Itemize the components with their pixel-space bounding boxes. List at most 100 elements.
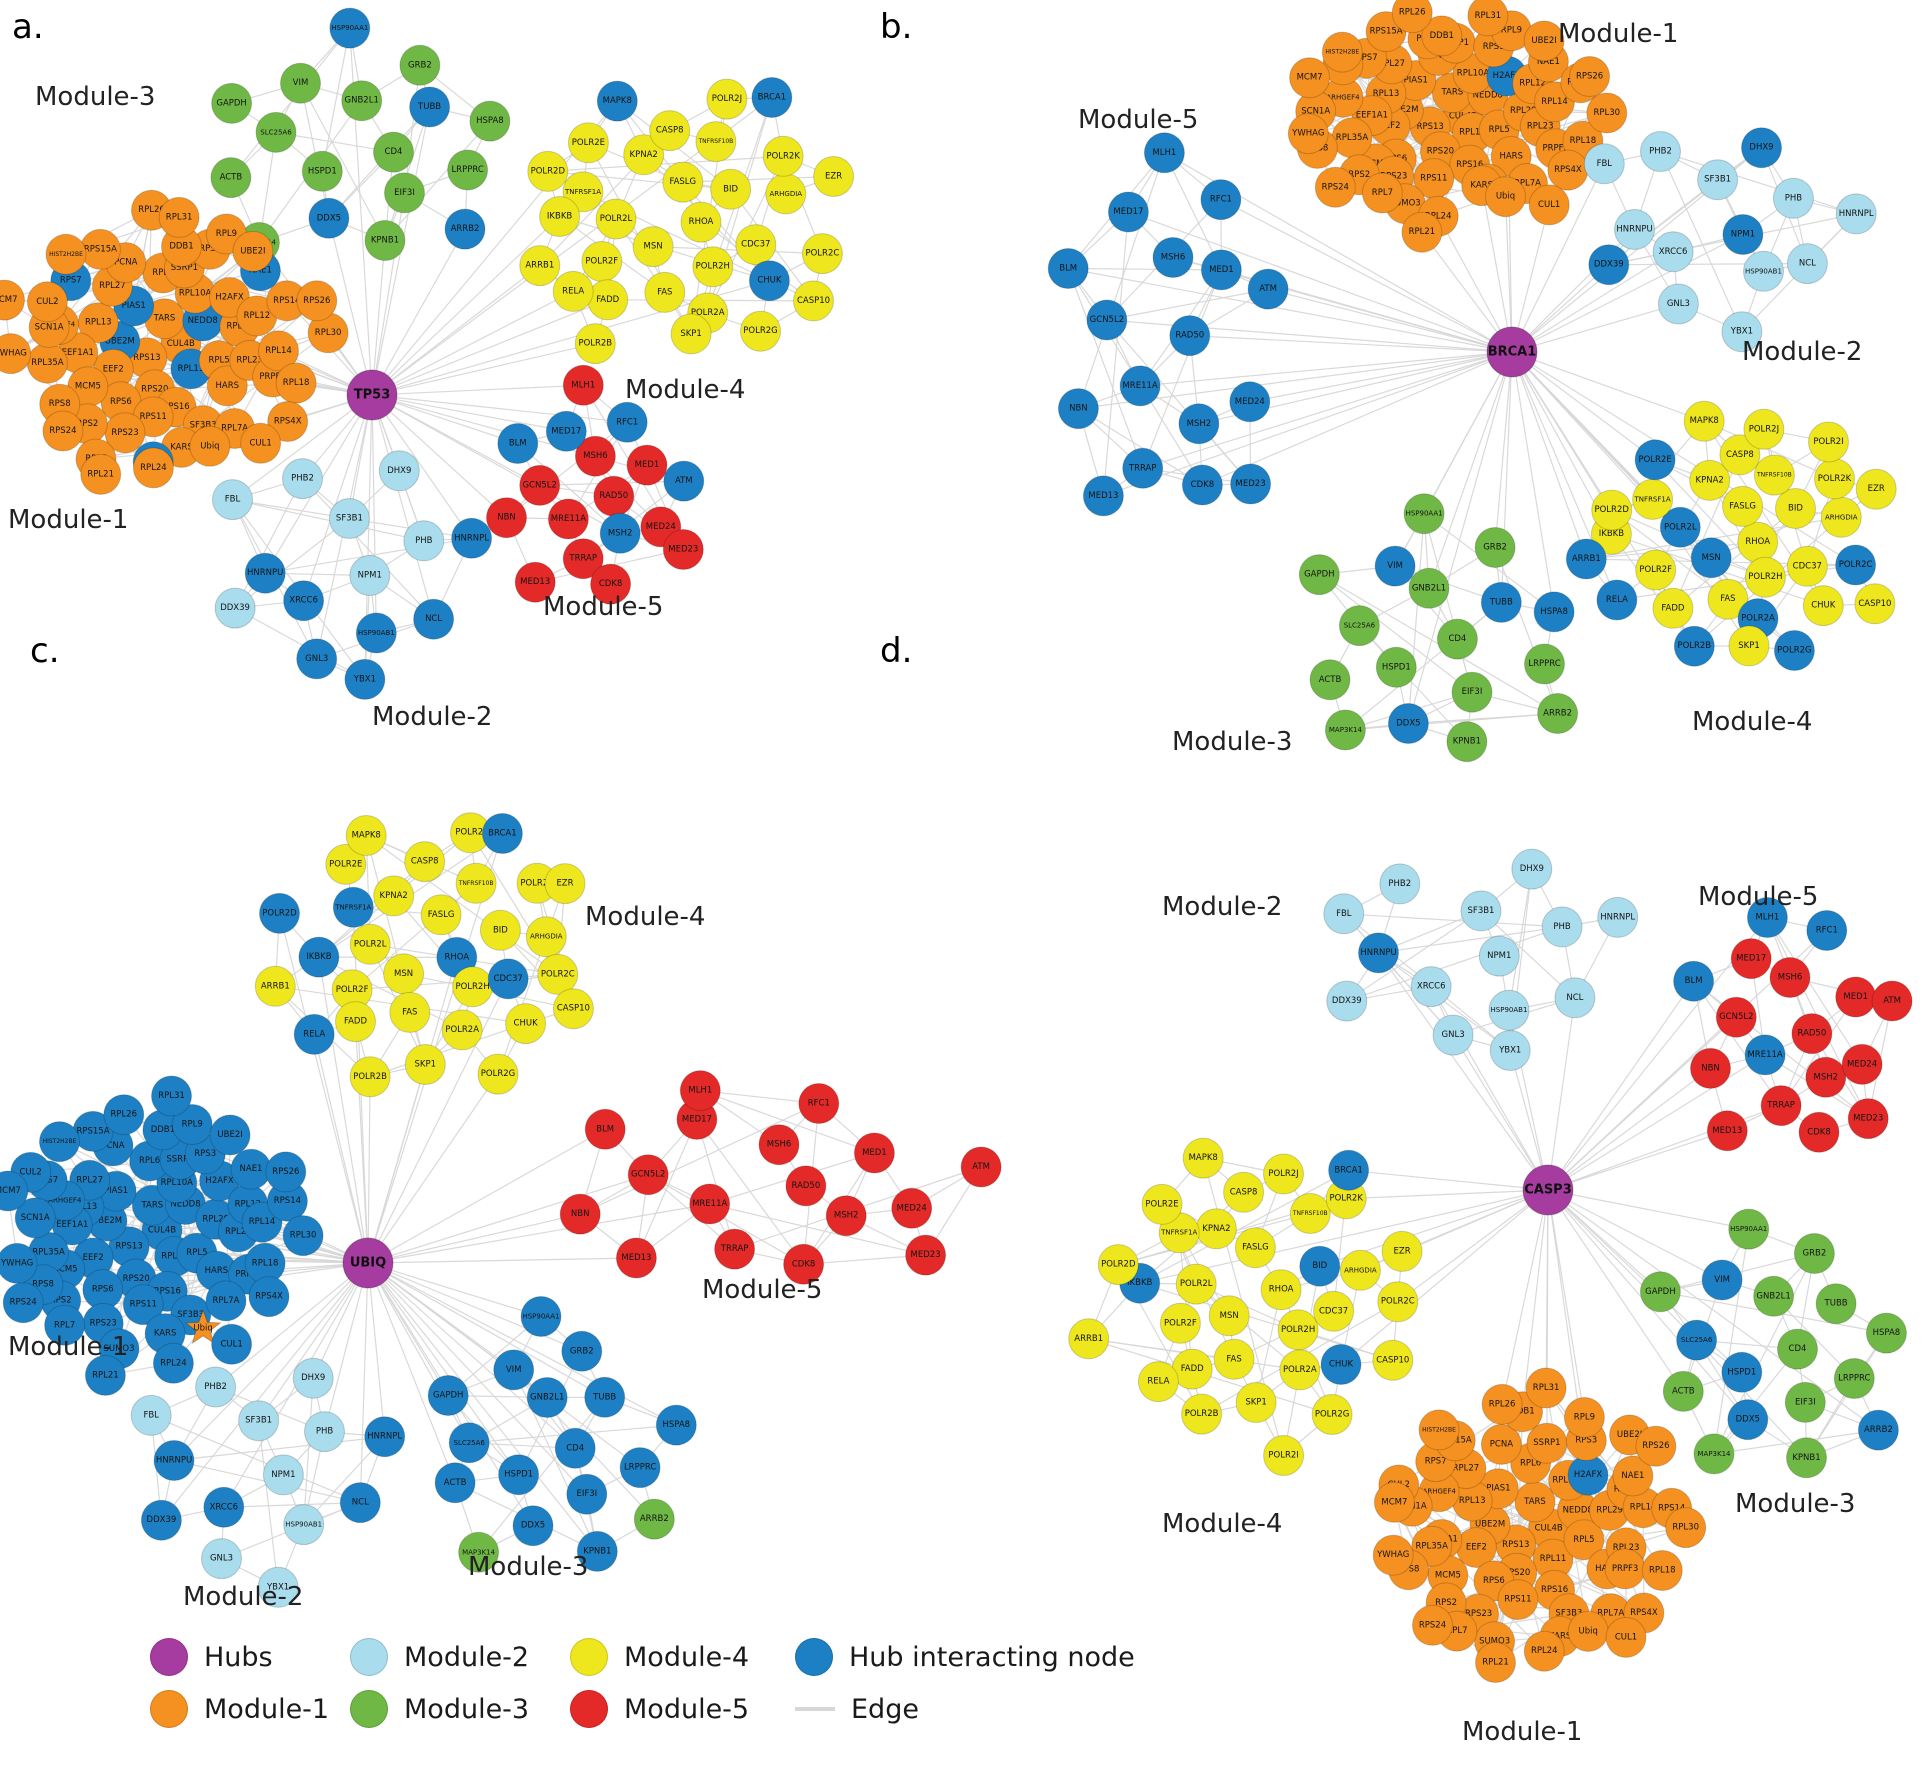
node-label: Ubiq	[193, 1323, 212, 1333]
network-node: SF3B1	[328, 498, 370, 539]
node-label: ARHGEF4	[1326, 93, 1360, 101]
node-label: GAPDH	[1304, 570, 1334, 580]
node-label: HSP90AB1	[1745, 267, 1782, 275]
node-label: CUL2	[20, 1167, 42, 1177]
network-node: DDX39	[1588, 244, 1630, 286]
module-label: Module-5	[543, 592, 663, 622]
node-label: RPL10A	[179, 288, 212, 298]
node-label: MED17	[1736, 954, 1766, 964]
network-node: ATM	[1247, 268, 1289, 310]
network-node: POLR2L	[1175, 1263, 1217, 1305]
node-label: H2AFX	[1574, 1470, 1603, 1480]
node-label: KPNA2	[630, 150, 658, 160]
network-node: SF3B1	[1460, 890, 1502, 932]
node-label: RPL35A	[31, 358, 64, 368]
network-node: RPL30	[1586, 92, 1628, 134]
network-node: XRCC6	[1652, 231, 1694, 273]
node-label: RPL31	[1533, 1383, 1560, 1393]
network-node: RAD50	[785, 1165, 827, 1207]
node-label: RPS8	[32, 1280, 54, 1290]
node-label: MED1	[635, 460, 660, 470]
module-label: Module-5	[702, 1275, 822, 1305]
node-label: RPS2	[1435, 1598, 1457, 1608]
node-label: KPNA2	[1696, 475, 1724, 485]
node-label: MLH1	[688, 1086, 712, 1096]
network-node: FBL	[130, 1394, 172, 1436]
network-node: HSPD1	[1721, 1351, 1763, 1393]
network-node: MAP3K14	[1693, 1433, 1735, 1475]
node-label: DDX5	[1396, 719, 1420, 729]
node-label: RPL18	[252, 1258, 279, 1268]
network-node: TRRAP	[714, 1228, 756, 1270]
node-label: MSH6	[767, 1140, 792, 1150]
node-label: CASP10	[557, 1004, 590, 1014]
network-node: TRRAP	[1122, 447, 1164, 489]
node-label: RELA	[303, 1029, 325, 1039]
network-node: SLC25A6	[255, 111, 297, 153]
network-node: RPL14	[258, 330, 299, 372]
node-label: RPL27	[1378, 59, 1405, 69]
network-node: CDC37	[1313, 1290, 1355, 1332]
node-label: ARRB2	[1543, 709, 1572, 719]
node-label: GNB2L1	[345, 96, 379, 106]
network-node: ARRB1	[1068, 1318, 1110, 1360]
network-node: PHB	[1541, 906, 1583, 948]
node-label: RELA	[1147, 1377, 1169, 1387]
node-label: DDX39	[220, 603, 250, 613]
node-label: RPL21	[1409, 227, 1436, 237]
network-node: MSH2	[1178, 403, 1220, 445]
node-label: HSPA8	[1873, 1328, 1901, 1338]
node-label: RPS23	[90, 1318, 117, 1328]
module2-swatch-icon	[350, 1638, 388, 1676]
module-label: Module-1	[1462, 1717, 1582, 1747]
network-node: FBL	[1583, 143, 1625, 185]
node-label: SKP1	[415, 1060, 437, 1070]
hubs-swatch-icon	[150, 1638, 188, 1676]
node-label: PHB2	[1388, 879, 1411, 889]
network-node: YBX1	[257, 1566, 299, 1608]
network-node: POLR2H	[1277, 1309, 1319, 1351]
network-node: MED23	[1847, 1098, 1889, 1140]
node-label: RPS3	[199, 244, 221, 254]
node-label: FADD	[1181, 1364, 1204, 1374]
network-node: NAE1	[1612, 1455, 1654, 1497]
node-label: POLR2H	[1281, 1325, 1315, 1335]
node-label: TNFRSF10B	[1292, 1210, 1328, 1217]
network-node: PHB2	[1640, 131, 1681, 172]
node-label: RPL10A	[1457, 69, 1490, 79]
network-node: MED13	[615, 1237, 657, 1279]
node-label: POLR2D	[1594, 505, 1629, 515]
node-label: FAS	[1720, 594, 1735, 604]
network-node: RPL31	[1467, 0, 1509, 37]
node-label: RPL21	[1482, 1658, 1509, 1668]
network-node: POLR2F	[1635, 549, 1677, 591]
network-node: GNB2L1	[1408, 567, 1450, 609]
node-label: RPL13	[85, 318, 112, 328]
node-label: Ubiq	[200, 441, 219, 451]
network-node: NBN	[1057, 388, 1099, 430]
node-label: HSP90AA1	[1730, 1225, 1767, 1233]
node-label: RPS11	[1420, 174, 1447, 184]
node-label: RPL9	[1501, 26, 1522, 36]
node-label: RPS3	[1483, 42, 1505, 52]
legend-label-module4: Module-4	[624, 1641, 750, 1673]
network-node: PCNA	[1480, 1423, 1522, 1465]
node-label: CUL1	[220, 1339, 242, 1349]
network-node: HSPD1	[498, 1454, 540, 1496]
node-label: SLC25A6	[454, 1439, 486, 1447]
module-label: Module-5	[1698, 882, 1818, 912]
network-node: MSH6	[1152, 237, 1194, 278]
network-node: MCM7	[0, 279, 25, 321]
network-node: MLH1	[1746, 897, 1788, 938]
network-node: NBN	[559, 1193, 601, 1235]
network-node: CHUK	[748, 260, 790, 302]
node-label: HSPD1	[1382, 662, 1411, 672]
node-label: MSH6	[583, 451, 608, 461]
node-label: HSPD1	[504, 1470, 533, 1480]
node-label: DDX5	[1736, 1415, 1760, 1425]
node-label: MED17	[1113, 207, 1143, 217]
network-node: FADD	[335, 1001, 376, 1043]
node-label: TNFRSF10B	[458, 880, 494, 887]
network-node: RPL24	[152, 1342, 194, 1384]
